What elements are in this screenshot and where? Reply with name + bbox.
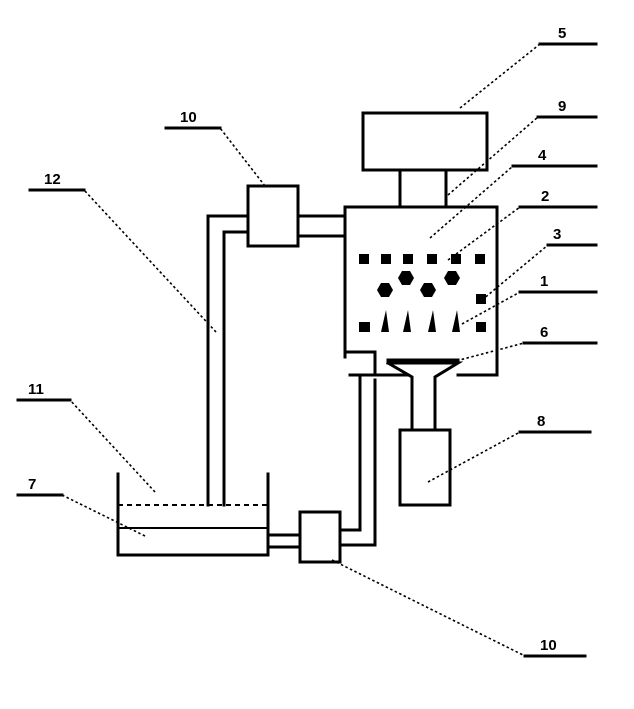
row-pellets bbox=[377, 271, 460, 297]
leader-4 bbox=[429, 165, 514, 239]
pump-10-top bbox=[246, 184, 300, 248]
leader-9 bbox=[447, 116, 539, 196]
leader-10-bottom bbox=[331, 559, 526, 657]
callout-9: 9 bbox=[558, 98, 566, 115]
leader-8 bbox=[427, 431, 521, 483]
pipe-pump-bottom-to-chamber bbox=[338, 373, 377, 547]
leader-2 bbox=[447, 206, 521, 261]
callout-3: 3 bbox=[553, 226, 561, 243]
callout-12: 12 bbox=[44, 171, 61, 188]
leader-5 bbox=[459, 43, 541, 109]
funnel-6 bbox=[385, 360, 464, 397]
row-2-squares bbox=[359, 254, 485, 264]
unit-5-box bbox=[361, 111, 489, 172]
callout-4: 4 bbox=[538, 147, 547, 164]
callout-2: 2 bbox=[541, 188, 549, 205]
callout-5: 5 bbox=[558, 25, 566, 42]
callout-10-bottom: 10 bbox=[540, 637, 557, 654]
pipe-pump-top-to-chamber bbox=[296, 214, 347, 238]
neck-9 bbox=[398, 168, 448, 209]
callout-6: 6 bbox=[540, 324, 548, 341]
leader-7 bbox=[61, 494, 146, 537]
leader-6 bbox=[451, 342, 525, 363]
chamber-4 bbox=[343, 205, 499, 377]
pump-10-bottom bbox=[298, 510, 342, 564]
leader-12 bbox=[83, 189, 217, 333]
pipe-12 bbox=[206, 214, 250, 507]
callout-10-top: 10 bbox=[180, 109, 197, 126]
callout-8: 8 bbox=[537, 413, 545, 430]
pipe-tank-to-pump bbox=[266, 533, 302, 549]
row-1-elements bbox=[359, 310, 486, 332]
pipe-to-collector bbox=[410, 393, 437, 432]
leader-3 bbox=[481, 244, 549, 301]
marker-3 bbox=[476, 294, 486, 304]
callout-11: 11 bbox=[28, 381, 44, 398]
leader-10-top bbox=[219, 127, 266, 187]
leader-11 bbox=[69, 399, 156, 493]
tank-11 bbox=[116, 472, 270, 557]
leader-1 bbox=[461, 291, 521, 325]
callout-1: 1 bbox=[540, 273, 548, 290]
callout-7: 7 bbox=[28, 476, 36, 493]
collector-8 bbox=[398, 428, 452, 507]
